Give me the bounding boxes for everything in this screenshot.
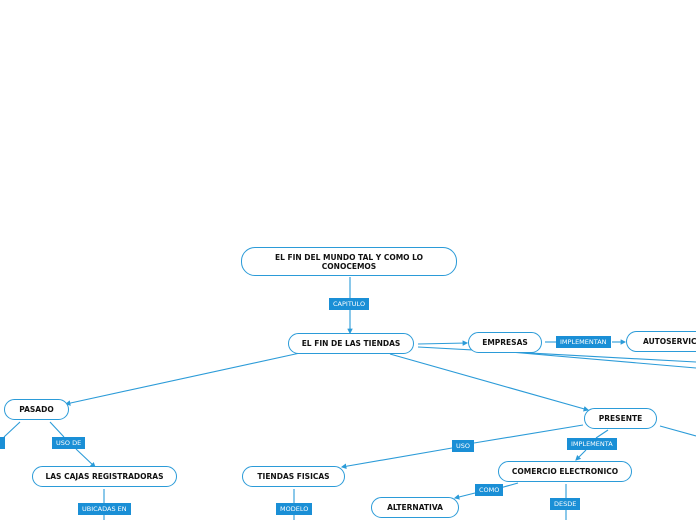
node-tiendas-fisicas[interactable]: TIENDAS FISICAS [242, 466, 345, 487]
label-pasado-left-edge[interactable] [0, 437, 5, 449]
link-como-alternativa [453, 492, 476, 500]
link-fin-pasado [64, 352, 301, 406]
label-implementa[interactable]: IMPLEMENTA [567, 438, 617, 450]
label-ubicadas-en[interactable]: UBICADAS EN [78, 503, 131, 515]
link-presente-uso [473, 424, 584, 444]
node-fin-tiendas[interactable]: EL FIN DE LAS TIENDAS [288, 333, 414, 354]
node-alternativa[interactable]: ALTERNATIVA [371, 497, 459, 518]
node-cajas-registradoras[interactable]: LAS CAJAS REGISTRADORAS [32, 466, 177, 487]
link-uso-tiendas [340, 447, 453, 469]
link-presente-right [659, 425, 696, 437]
link-pasado-left [3, 421, 21, 438]
node-root[interactable]: EL FIN DEL MUNDO TAL Y COMO LO CONOCEMOS [241, 247, 457, 276]
node-presente[interactable]: PRESENTE [584, 408, 657, 429]
node-empresas[interactable]: EMPRESAS [468, 332, 542, 353]
link-implementa-comercio [575, 449, 587, 461]
label-capitulo[interactable]: CAPITULO [329, 298, 370, 310]
link-presente-implementa [595, 429, 609, 439]
label-como[interactable]: COMO [475, 484, 504, 496]
label-desde[interactable]: DESDE [550, 498, 581, 510]
node-pasado[interactable]: PASADO [4, 399, 69, 420]
label-modelo[interactable]: MODELO [276, 503, 313, 515]
label-uso[interactable]: USO [452, 440, 474, 452]
link-usode-cajas [75, 448, 96, 468]
label-uso-de[interactable]: USO DE [52, 437, 86, 449]
link-fin-right [417, 346, 696, 363]
link-fin-presente [389, 353, 590, 412]
link-empresas-right [509, 351, 696, 369]
node-autoservicio[interactable]: AUTOSERVICIO [626, 331, 696, 352]
link-pasado-usode [49, 421, 65, 438]
link-fin-empresas [417, 340, 469, 346]
label-implementan[interactable]: IMPLEMENTAN [556, 336, 611, 348]
node-comercio-electronico[interactable]: COMERCIO ELECTRONICO [498, 461, 632, 482]
